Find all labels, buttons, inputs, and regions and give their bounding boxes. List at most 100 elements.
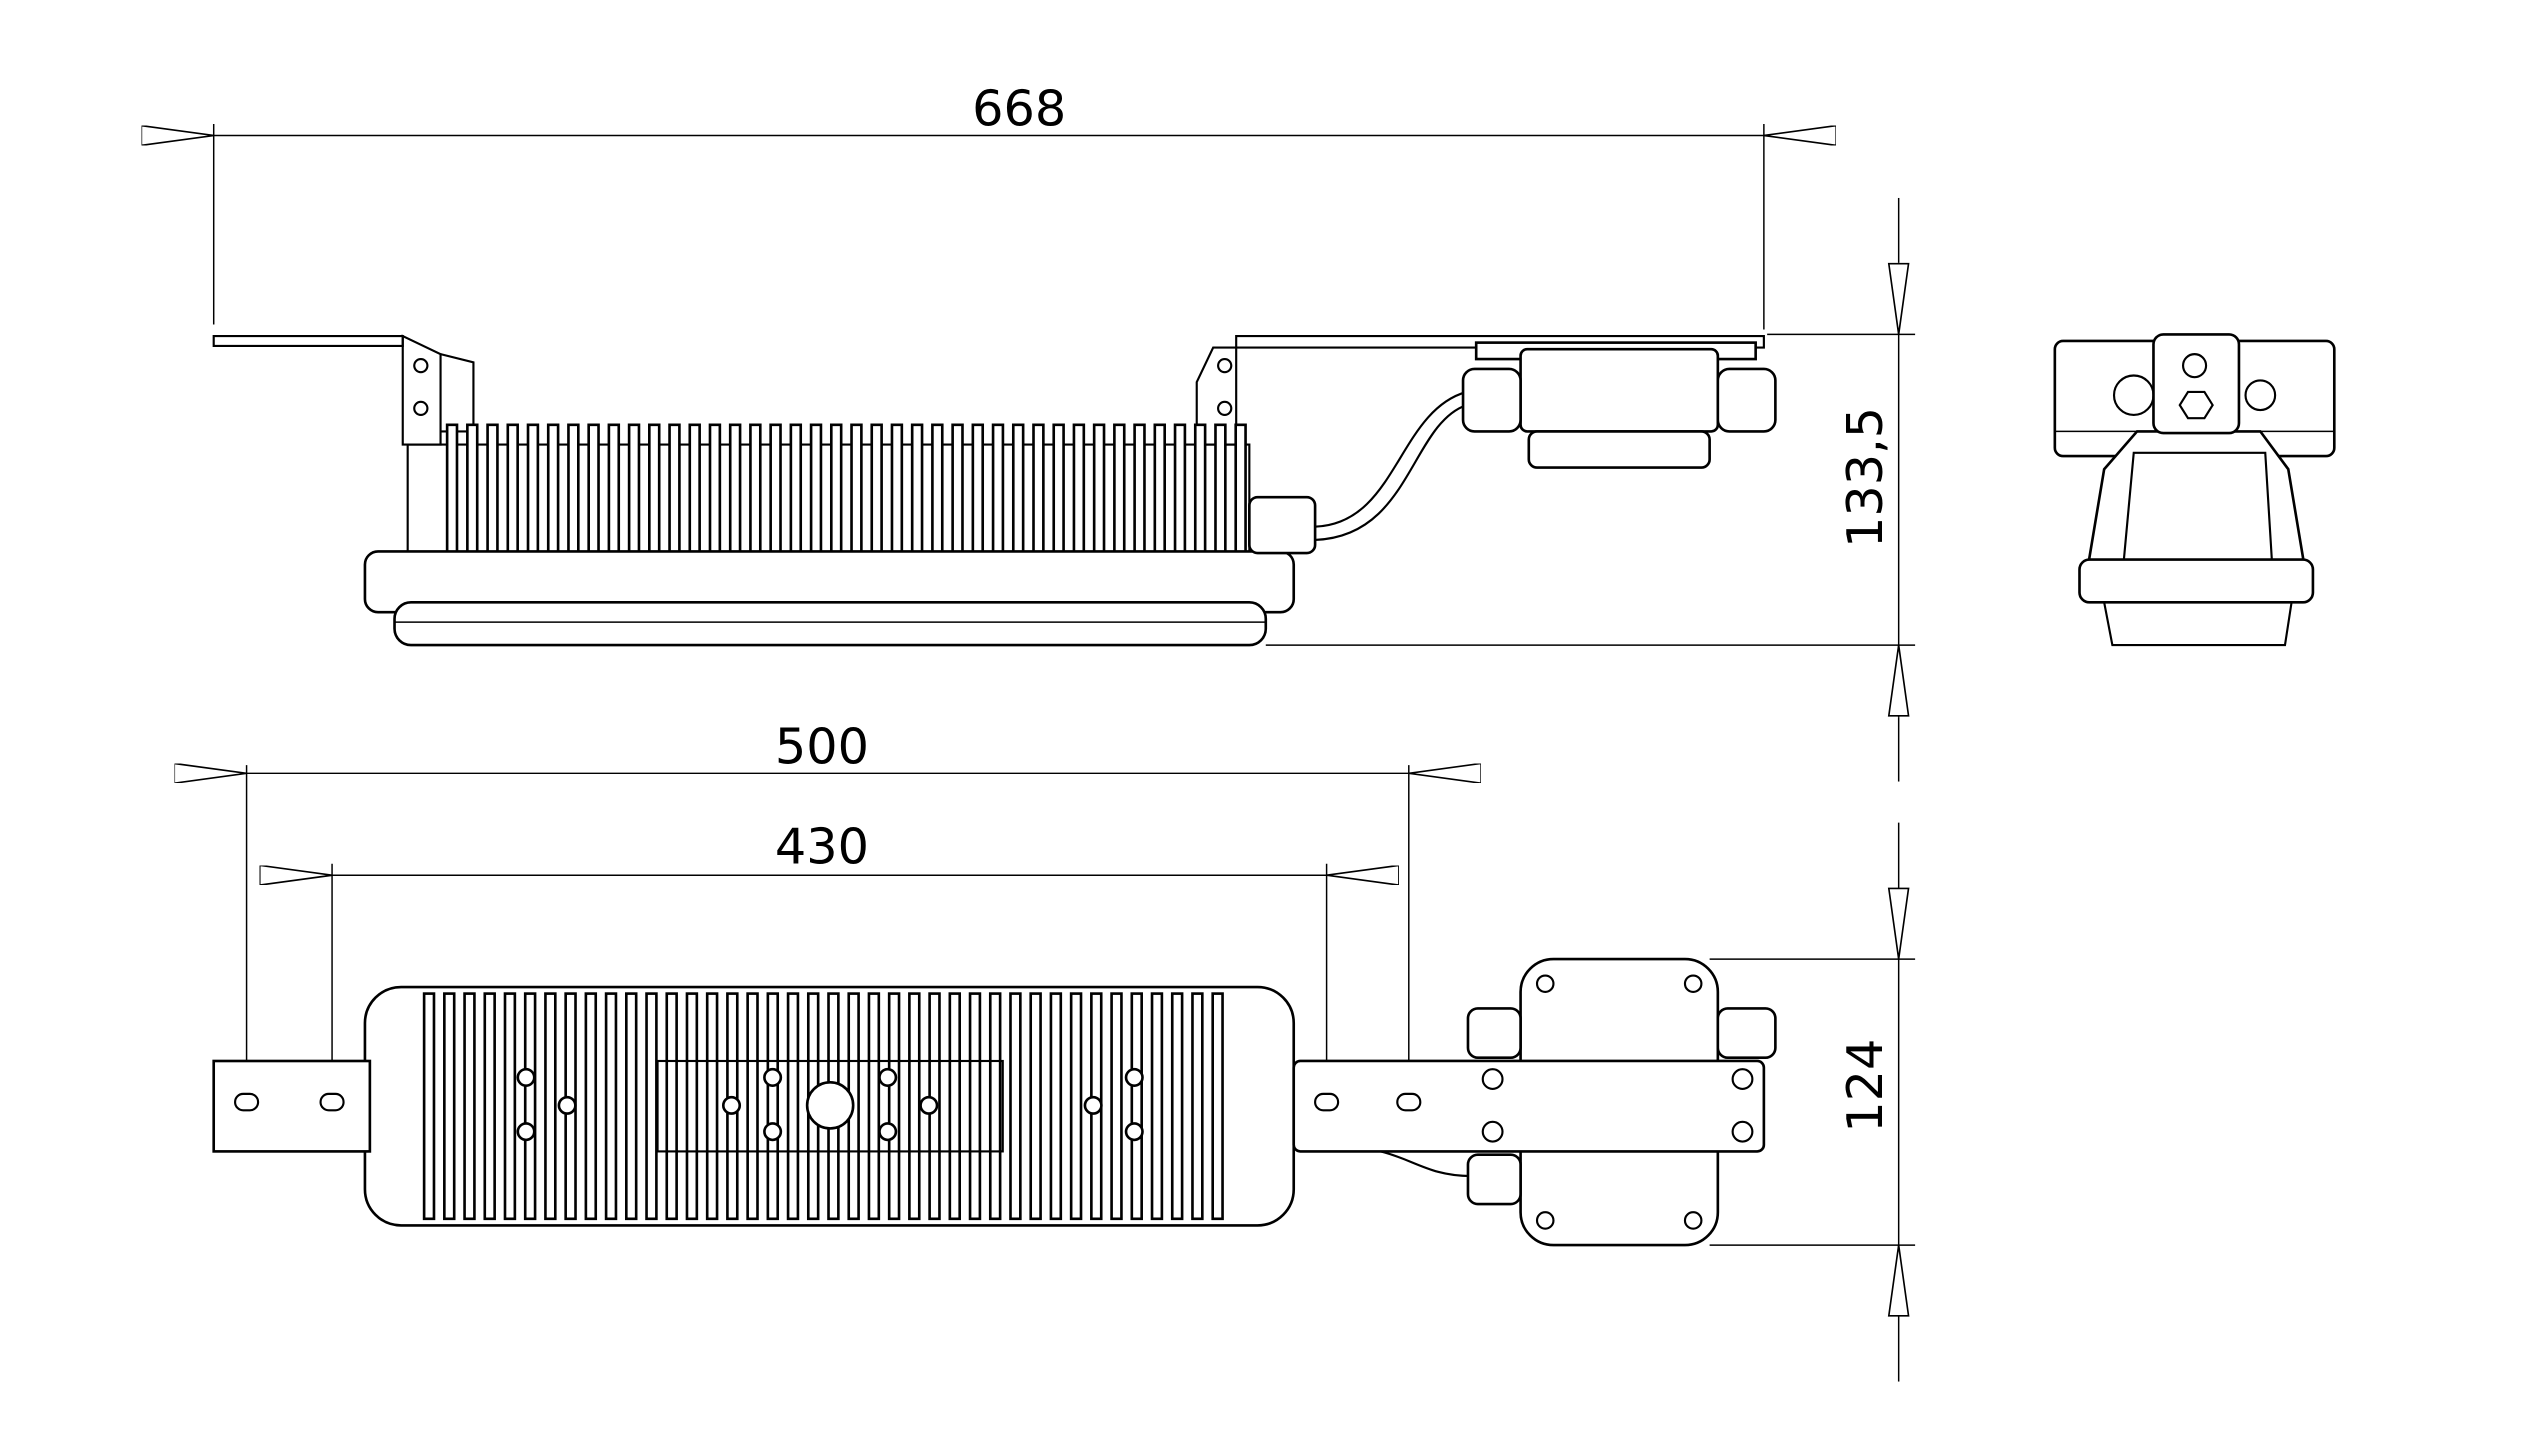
- dimension-430: 430: [332, 818, 1327, 1086]
- fin: [1234, 423, 1247, 558]
- fin: [685, 992, 699, 1221]
- fin: [486, 423, 499, 558]
- side-elevation-view: [212, 334, 1777, 647]
- fin: [466, 423, 479, 558]
- fin: [910, 423, 924, 558]
- fin: [604, 992, 618, 1221]
- dimension-133-5: 133,5: [1265, 197, 1916, 782]
- fin: [746, 992, 759, 1221]
- screw-icon: [763, 1067, 783, 1087]
- fin: [483, 992, 496, 1221]
- screw-icon: [878, 1122, 898, 1142]
- fin: [991, 423, 1005, 558]
- fin: [584, 992, 598, 1221]
- fin: [506, 423, 519, 558]
- fin: [1092, 423, 1106, 558]
- fin: [668, 423, 681, 558]
- fin: [766, 992, 780, 1221]
- fin: [1173, 423, 1187, 558]
- fin: [1032, 423, 1045, 558]
- fin: [1153, 423, 1166, 558]
- cable-gland: [1461, 367, 1522, 433]
- plan-view: [212, 957, 1777, 1247]
- dimension-label-668: 668: [972, 80, 1066, 138]
- fin: [1052, 423, 1065, 558]
- fin: [503, 992, 517, 1221]
- fin: [1011, 423, 1025, 558]
- fin: [587, 423, 600, 558]
- fin: [931, 423, 944, 558]
- mounting-bracket: [212, 1059, 372, 1153]
- fin: [728, 423, 742, 558]
- fin: [665, 992, 678, 1221]
- fin: [1170, 992, 1184, 1221]
- fin: [890, 423, 904, 558]
- mounting-slot: [1314, 1092, 1340, 1112]
- fin: [705, 992, 719, 1221]
- fin: [544, 992, 557, 1221]
- fin: [1211, 992, 1224, 1221]
- dimension-668: 668: [214, 80, 1764, 330]
- end-view: [2053, 333, 2336, 647]
- fin: [648, 423, 661, 558]
- mounting-slot: [319, 1092, 345, 1112]
- screw-icon: [763, 1122, 783, 1142]
- fin: [607, 423, 621, 558]
- fin: [708, 423, 722, 558]
- fin: [1133, 423, 1146, 558]
- fin: [867, 992, 881, 1221]
- fin: [968, 992, 982, 1221]
- dimension-124: 124: [1709, 822, 1916, 1382]
- fin: [1214, 423, 1227, 558]
- fin: [769, 423, 782, 558]
- lens: [393, 601, 1268, 647]
- dimension-label-500: 500: [775, 717, 869, 775]
- fin: [786, 992, 800, 1221]
- fin: [887, 992, 901, 1221]
- fin: [645, 992, 658, 1221]
- cable-gland: [1248, 495, 1317, 555]
- screw-icon: [919, 1095, 939, 1115]
- fin: [789, 423, 803, 558]
- screw-icon: [1124, 1067, 1144, 1087]
- mounting-slot: [1396, 1092, 1422, 1112]
- fin: [829, 423, 843, 558]
- screw-icon: [516, 1067, 536, 1087]
- fin: [908, 992, 921, 1221]
- fin: [688, 423, 701, 558]
- fin: [1193, 423, 1207, 558]
- fin: [443, 992, 456, 1221]
- fin: [445, 423, 459, 558]
- dimension-label-124: 124: [1836, 1039, 1894, 1133]
- fin: [1029, 992, 1042, 1221]
- dimension-label-133-5: 133,5: [1836, 407, 1894, 548]
- screw-icon: [1083, 1095, 1103, 1115]
- fin: [1130, 992, 1143, 1221]
- fin: [1072, 423, 1086, 558]
- fin: [749, 423, 762, 558]
- fin: [948, 992, 962, 1221]
- fin: [526, 423, 540, 558]
- screw-icon: [878, 1067, 898, 1087]
- fin: [1191, 992, 1204, 1221]
- fin: [1150, 992, 1164, 1221]
- cable-gland: [1716, 367, 1777, 433]
- fin: [1113, 423, 1126, 558]
- fin: [567, 423, 580, 558]
- fin: [1110, 992, 1123, 1221]
- fin: [422, 992, 436, 1221]
- fin: [870, 423, 883, 558]
- fin: [988, 992, 1002, 1221]
- dimension-label-430: 430: [775, 818, 869, 876]
- fin: [523, 992, 537, 1221]
- fin: [951, 423, 964, 558]
- junction-box: [1519, 347, 1720, 433]
- mounting-bracket: [1292, 1059, 1766, 1153]
- screw-icon: [557, 1095, 577, 1115]
- fin: [1009, 992, 1022, 1221]
- screw-icon: [721, 1095, 742, 1115]
- screw-icon: [1124, 1122, 1144, 1142]
- fin: [850, 423, 863, 558]
- fin: [809, 423, 823, 558]
